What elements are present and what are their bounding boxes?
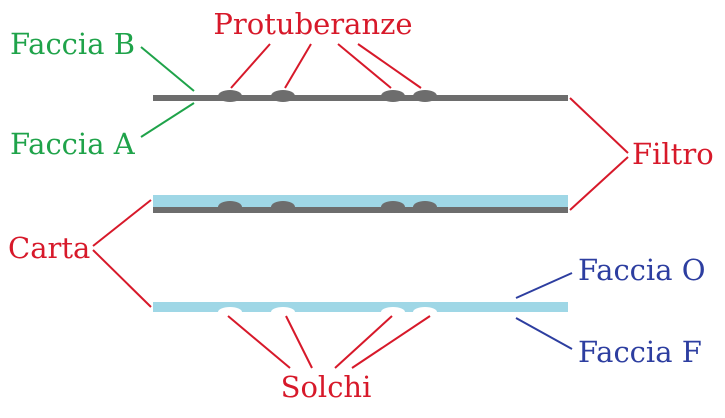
leader-line	[227, 315, 291, 369]
paper-layer-middle	[153, 195, 568, 207]
filter-layer-top	[153, 95, 568, 101]
label-faccia-b: Faccia B	[10, 27, 135, 61]
label-protuberanze: Protuberanze	[213, 7, 412, 41]
filtro-leaders	[569, 97, 629, 211]
leader-line	[515, 272, 573, 299]
leader-line	[569, 97, 629, 154]
leader-line	[92, 249, 152, 308]
paper-strip-bottom	[153, 302, 568, 317]
protuberance	[271, 90, 295, 102]
paper-layer-bottom	[153, 302, 568, 312]
leader-line	[285, 315, 313, 369]
protuberance	[381, 90, 405, 102]
leader-line	[515, 317, 573, 350]
leader-line	[569, 156, 629, 211]
groove	[218, 307, 242, 317]
leader-line	[284, 43, 312, 89]
leader-line	[92, 199, 152, 247]
groove	[271, 307, 295, 317]
leader-line	[357, 43, 422, 89]
filter-layer-middle	[153, 207, 568, 213]
leader-line	[334, 315, 393, 369]
faccia-of-leaders	[515, 272, 573, 350]
filter-strip-top	[153, 90, 568, 102]
paper-on-filter-strip	[153, 195, 568, 213]
solchi-leaders	[227, 315, 431, 369]
protuberance	[271, 201, 295, 213]
protuberance	[381, 201, 405, 213]
label-faccia-a: Faccia A	[10, 127, 136, 161]
carta-leaders	[92, 199, 152, 308]
leader-line	[140, 102, 195, 138]
leader-line	[337, 43, 392, 89]
protuberance	[218, 90, 242, 102]
label-filtro: Filtro	[632, 137, 714, 171]
leader-line	[351, 315, 431, 369]
leader-line	[230, 43, 271, 89]
protuberance	[413, 201, 437, 213]
protuberance	[218, 201, 242, 213]
groove	[381, 307, 405, 317]
label-carta: Carta	[8, 231, 90, 265]
label-faccia-f: Faccia F	[578, 335, 702, 369]
leader-line	[140, 46, 195, 92]
label-faccia-o: Faccia O	[578, 253, 705, 287]
faccia-ab-leaders	[140, 46, 195, 138]
protuberanze-leaders	[230, 43, 422, 89]
protuberance	[413, 90, 437, 102]
label-solchi: Solchi	[281, 370, 372, 404]
groove	[413, 307, 437, 317]
